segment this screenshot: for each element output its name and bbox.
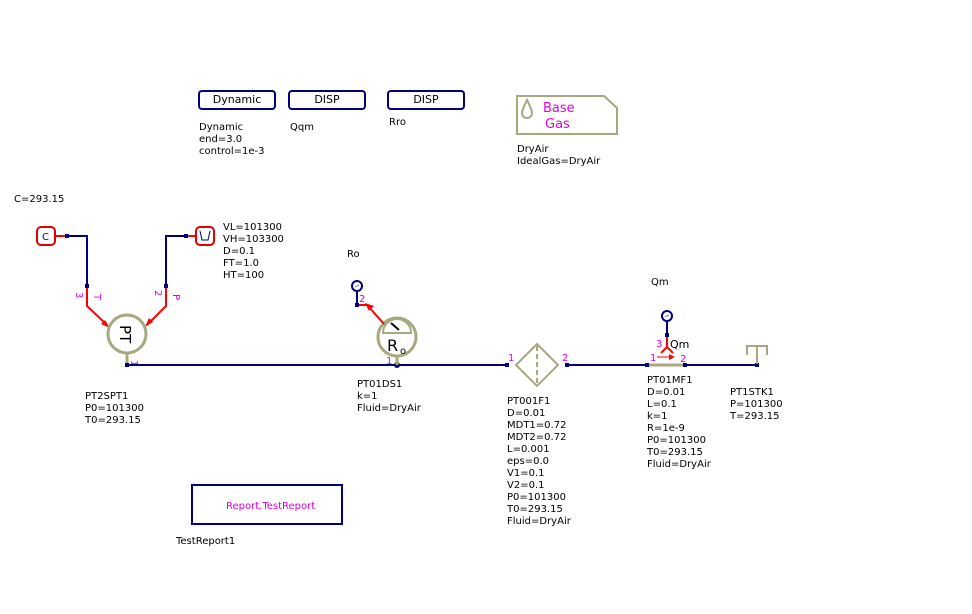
pt-port-1: 1 [128, 360, 139, 366]
const-glyph: C [42, 232, 49, 243]
ds-glyph: R [387, 336, 398, 355]
ramp-block[interactable] [195, 226, 215, 246]
pt01ds1-params: PT01DS1 k=1 Fluid=DryAir [357, 379, 421, 414]
qqm-label: Qqm [290, 122, 314, 133]
pt01mf1-params: PT01MF1 D=0.01 L=0.1 k=1 R=1e-9 P0=10130… [647, 375, 711, 470]
ds-port-2: 2 [359, 294, 365, 305]
massflow-sensor[interactable] [649, 354, 685, 367]
port-t-name: T [91, 293, 102, 301]
drop-icon [520, 97, 534, 119]
sink-component[interactable] [746, 345, 768, 364]
pt2spt1-params: PT2SPT1 P0=101300 T0=293.15 [85, 391, 144, 426]
mf-port-3: 3 [656, 339, 662, 350]
rro-label: Rro [389, 117, 406, 128]
basegas-title-1: Base [543, 101, 575, 116]
port-p-number: 2 [152, 290, 163, 296]
ds-port-1: 1 [386, 356, 392, 367]
ds-sub: o [400, 346, 406, 357]
dynamic-block[interactable]: Dynamic [198, 90, 276, 110]
disp-qqm-block[interactable]: DISP [288, 90, 366, 110]
filter-port-2: 2 [562, 353, 568, 364]
basegas-title-2: Gas [545, 117, 570, 132]
pt1stk1-params: PT1STK1 P=101300 T=293.15 [730, 387, 783, 422]
qm-label: Qm [651, 277, 669, 288]
testreport1-label: TestReport1 [176, 536, 236, 547]
constant-block[interactable]: C [36, 226, 56, 246]
report-block[interactable]: Report.TestReport [191, 484, 343, 525]
ro-label: Ro [347, 249, 360, 260]
pt001f1-params: PT001F1 D=0.01 MDT1=0.72 MDT2=0.72 L=0.0… [507, 396, 571, 527]
basegas-block[interactable]: Base Gas [516, 95, 618, 135]
pt-source[interactable]: PT [106, 313, 148, 355]
mf-qm-port: Qm [670, 338, 689, 351]
basegas-params: DryAir IdealGas=DryAir [517, 144, 601, 167]
report-title: Report.TestReport [226, 501, 315, 512]
const-value: C=293.15 [14, 194, 65, 205]
pt-glyph: PT [116, 325, 134, 344]
dynamic-params: Dynamic end=3.0 control=1e-3 [199, 122, 265, 157]
mf-port-1: 1 [650, 353, 656, 364]
port-t-number: 3 [73, 292, 84, 298]
mf-port-2: 2 [680, 354, 686, 365]
filter-component[interactable] [514, 342, 560, 388]
disp-rro-block[interactable]: DISP [387, 90, 465, 110]
ramp-params: VL=101300 VH=103300 D=0.1 FT=1.0 HT=100 [223, 222, 284, 281]
filter-port-1: 1 [508, 353, 514, 364]
port-p-name: P [170, 294, 181, 300]
ramp-icon [199, 230, 211, 241]
